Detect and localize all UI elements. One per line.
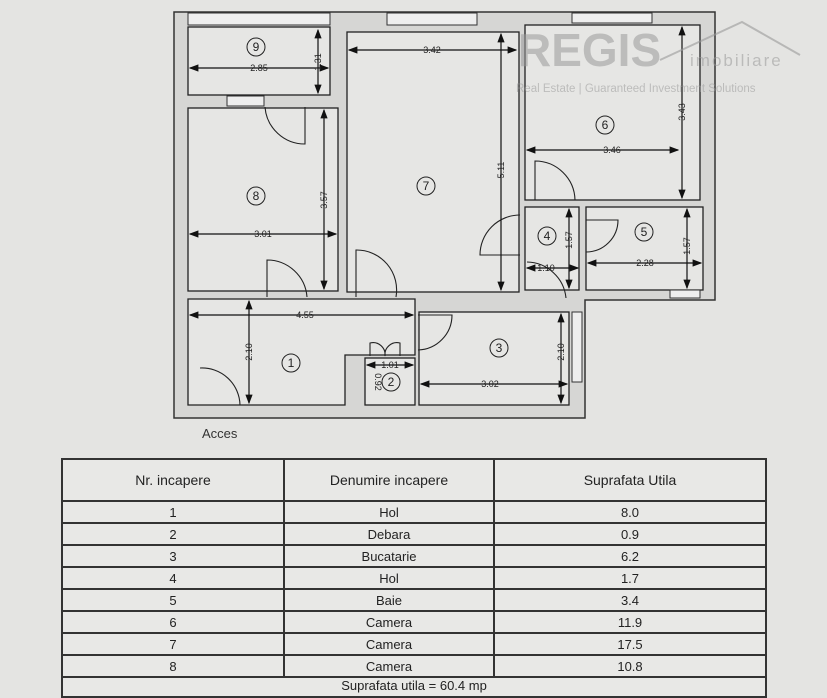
access-label: Acces [202, 426, 238, 441]
table-cell: Bucatarie [283, 544, 495, 568]
svg-text:9: 9 [253, 40, 260, 54]
room-7 [346, 31, 520, 293]
svg-text:3.02: 3.02 [481, 379, 499, 389]
svg-text:3.46: 3.46 [603, 145, 621, 155]
window [187, 12, 331, 26]
svg-text:3.42: 3.42 [423, 45, 441, 55]
table-cell: 4 [61, 566, 285, 590]
table-cell: 0.9 [493, 522, 767, 546]
table-cell: 11.9 [493, 610, 767, 634]
table-cell: 7 [61, 632, 285, 656]
table-cell: Hol [283, 566, 495, 590]
table-cell: 6.2 [493, 544, 767, 568]
room-9 [187, 26, 331, 96]
svg-text:1.31: 1.31 [313, 53, 323, 71]
svg-text:4: 4 [544, 229, 551, 243]
svg-text:7: 7 [423, 179, 430, 193]
table-cell: 1.7 [493, 566, 767, 590]
svg-text:imobiliare: imobiliare [690, 51, 783, 70]
door [534, 160, 576, 201]
window [669, 289, 701, 299]
table-cell: Camera [283, 654, 495, 678]
column-header: Nr. incapere [61, 458, 285, 502]
room-areas-table: Nr. incapere Denumire incapere Suprafata… [61, 458, 767, 698]
total-row: Suprafata utila = 60.4 mp [61, 676, 767, 698]
svg-text:8: 8 [253, 189, 260, 203]
table-cell: 3.4 [493, 588, 767, 612]
table-cell: 8 [61, 654, 285, 678]
table-cell: 3 [61, 544, 285, 568]
column-header: Suprafata Utila [493, 458, 767, 502]
table-header: Nr. incapere Denumire incapere Suprafata… [61, 458, 767, 502]
svg-text:2.28: 2.28 [636, 258, 654, 268]
svg-text:1.01: 1.01 [381, 360, 399, 370]
svg-text:2.10: 2.10 [244, 343, 254, 361]
window [226, 95, 265, 107]
room-numbers: 9 8 7 6 4 5 1 2 3 [246, 37, 654, 392]
table-cell: Camera [283, 632, 495, 656]
svg-text:0.92: 0.92 [373, 373, 383, 391]
table-cell: 2 [61, 522, 285, 546]
door [417, 314, 453, 351]
watermark-logo: REGIS imobiliare Real Estate | Guarantee… [516, 20, 801, 95]
window [386, 12, 478, 26]
svg-text:1: 1 [288, 356, 295, 370]
table-cell: Debara [283, 522, 495, 546]
door [479, 214, 521, 256]
table-cell: 17.5 [493, 632, 767, 656]
svg-text:3.01: 3.01 [254, 229, 272, 239]
svg-text:2.85: 2.85 [250, 63, 268, 73]
column-header: Denumire incapere [283, 458, 495, 502]
svg-text:4.55: 4.55 [296, 310, 314, 320]
svg-text:3.43: 3.43 [677, 103, 687, 121]
door [355, 249, 398, 298]
table-cell: 1 [61, 500, 285, 524]
room-8 [187, 107, 339, 292]
door [585, 219, 619, 253]
svg-text:2.10: 2.10 [556, 343, 566, 361]
table-cell: Baie [283, 588, 495, 612]
door [369, 342, 401, 357]
room-3 [418, 311, 570, 406]
table-cell: 6 [61, 610, 285, 634]
svg-text:Real Estate | Guaranteed Inves: Real Estate | Guaranteed Investment Solu… [516, 83, 756, 95]
svg-text:1.57: 1.57 [564, 231, 574, 249]
window [571, 311, 583, 383]
table-cell: Camera [283, 610, 495, 634]
svg-text:1.57: 1.57 [682, 237, 692, 255]
svg-text:REGIS: REGIS [518, 24, 661, 76]
room-1 [187, 298, 416, 406]
total-area: Suprafata utila = 60.4 mp [61, 676, 767, 698]
dimension-lines [188, 25, 703, 405]
floor-plan: 2.85 1.31 3.42 5.11 3.46 3.43 3.01 3.57 … [173, 11, 801, 441]
table-cell: 5 [61, 588, 285, 612]
door [526, 261, 567, 299]
door [266, 259, 308, 298]
window [571, 12, 653, 24]
svg-text:5: 5 [641, 225, 648, 239]
door [264, 106, 306, 145]
dimension-labels: 2.85 1.31 3.42 5.11 3.46 3.43 3.01 3.57 … [244, 45, 692, 391]
svg-text:2: 2 [388, 375, 395, 389]
svg-text:1.10: 1.10 [537, 263, 555, 273]
svg-text:3: 3 [496, 341, 503, 355]
svg-text:6: 6 [602, 118, 609, 132]
table-cell: 8.0 [493, 500, 767, 524]
table-cell: 10.8 [493, 654, 767, 678]
entrance-door [199, 367, 241, 406]
svg-text:3.57: 3.57 [319, 191, 329, 209]
svg-text:5.11: 5.11 [496, 162, 506, 179]
table-cell: Hol [283, 500, 495, 524]
